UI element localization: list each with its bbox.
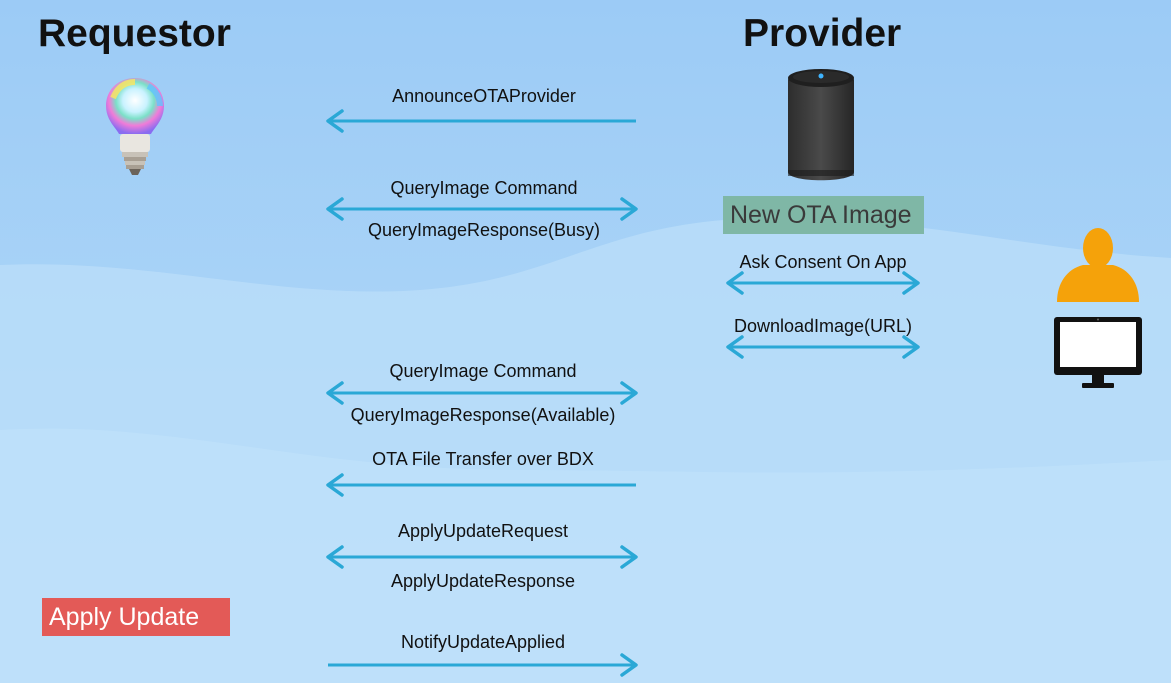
msg-consent-label: Ask Consent On App	[739, 252, 907, 272]
msg-query2-resp-label: QueryImageResponse(Available)	[350, 405, 616, 425]
arrow-consent	[726, 271, 920, 295]
light-bulb-icon	[106, 78, 164, 175]
arrow-query1	[326, 197, 638, 221]
msg-apply-resp-label: ApplyUpdateResponse	[390, 571, 576, 591]
msg-apply-req-label: ApplyUpdateRequest	[397, 521, 569, 541]
msg-notify-label: NotifyUpdateApplied	[400, 632, 566, 652]
arrow-transfer	[326, 473, 636, 497]
msg-query2-cmd-label: QueryImage Command	[389, 361, 577, 381]
msg-query1-resp-label: QueryImageResponse(Busy)	[367, 220, 601, 240]
requestor-title: Requestor	[38, 12, 231, 55]
arrow-notify	[328, 653, 638, 677]
arrow-download	[726, 335, 920, 359]
msg-announce-label: AnnounceOTAProvider	[392, 86, 576, 106]
arrow-query2	[326, 381, 638, 405]
msg-transfer-label: OTA File Transfer over BDX	[372, 449, 594, 469]
monitor-icon	[1054, 317, 1142, 388]
apply-update-badge: Apply Update	[42, 598, 230, 636]
provider-title: Provider	[743, 12, 902, 55]
smart-speaker-icon	[788, 69, 854, 181]
arrow-apply	[326, 545, 638, 569]
new-ota-image-badge: New OTA Image	[723, 196, 924, 234]
arrow-announce	[326, 109, 636, 133]
msg-query1-cmd-label: QueryImage Command	[390, 178, 578, 198]
person-icon	[1057, 228, 1139, 302]
msg-download-label: DownloadImage(URL)	[733, 316, 913, 336]
